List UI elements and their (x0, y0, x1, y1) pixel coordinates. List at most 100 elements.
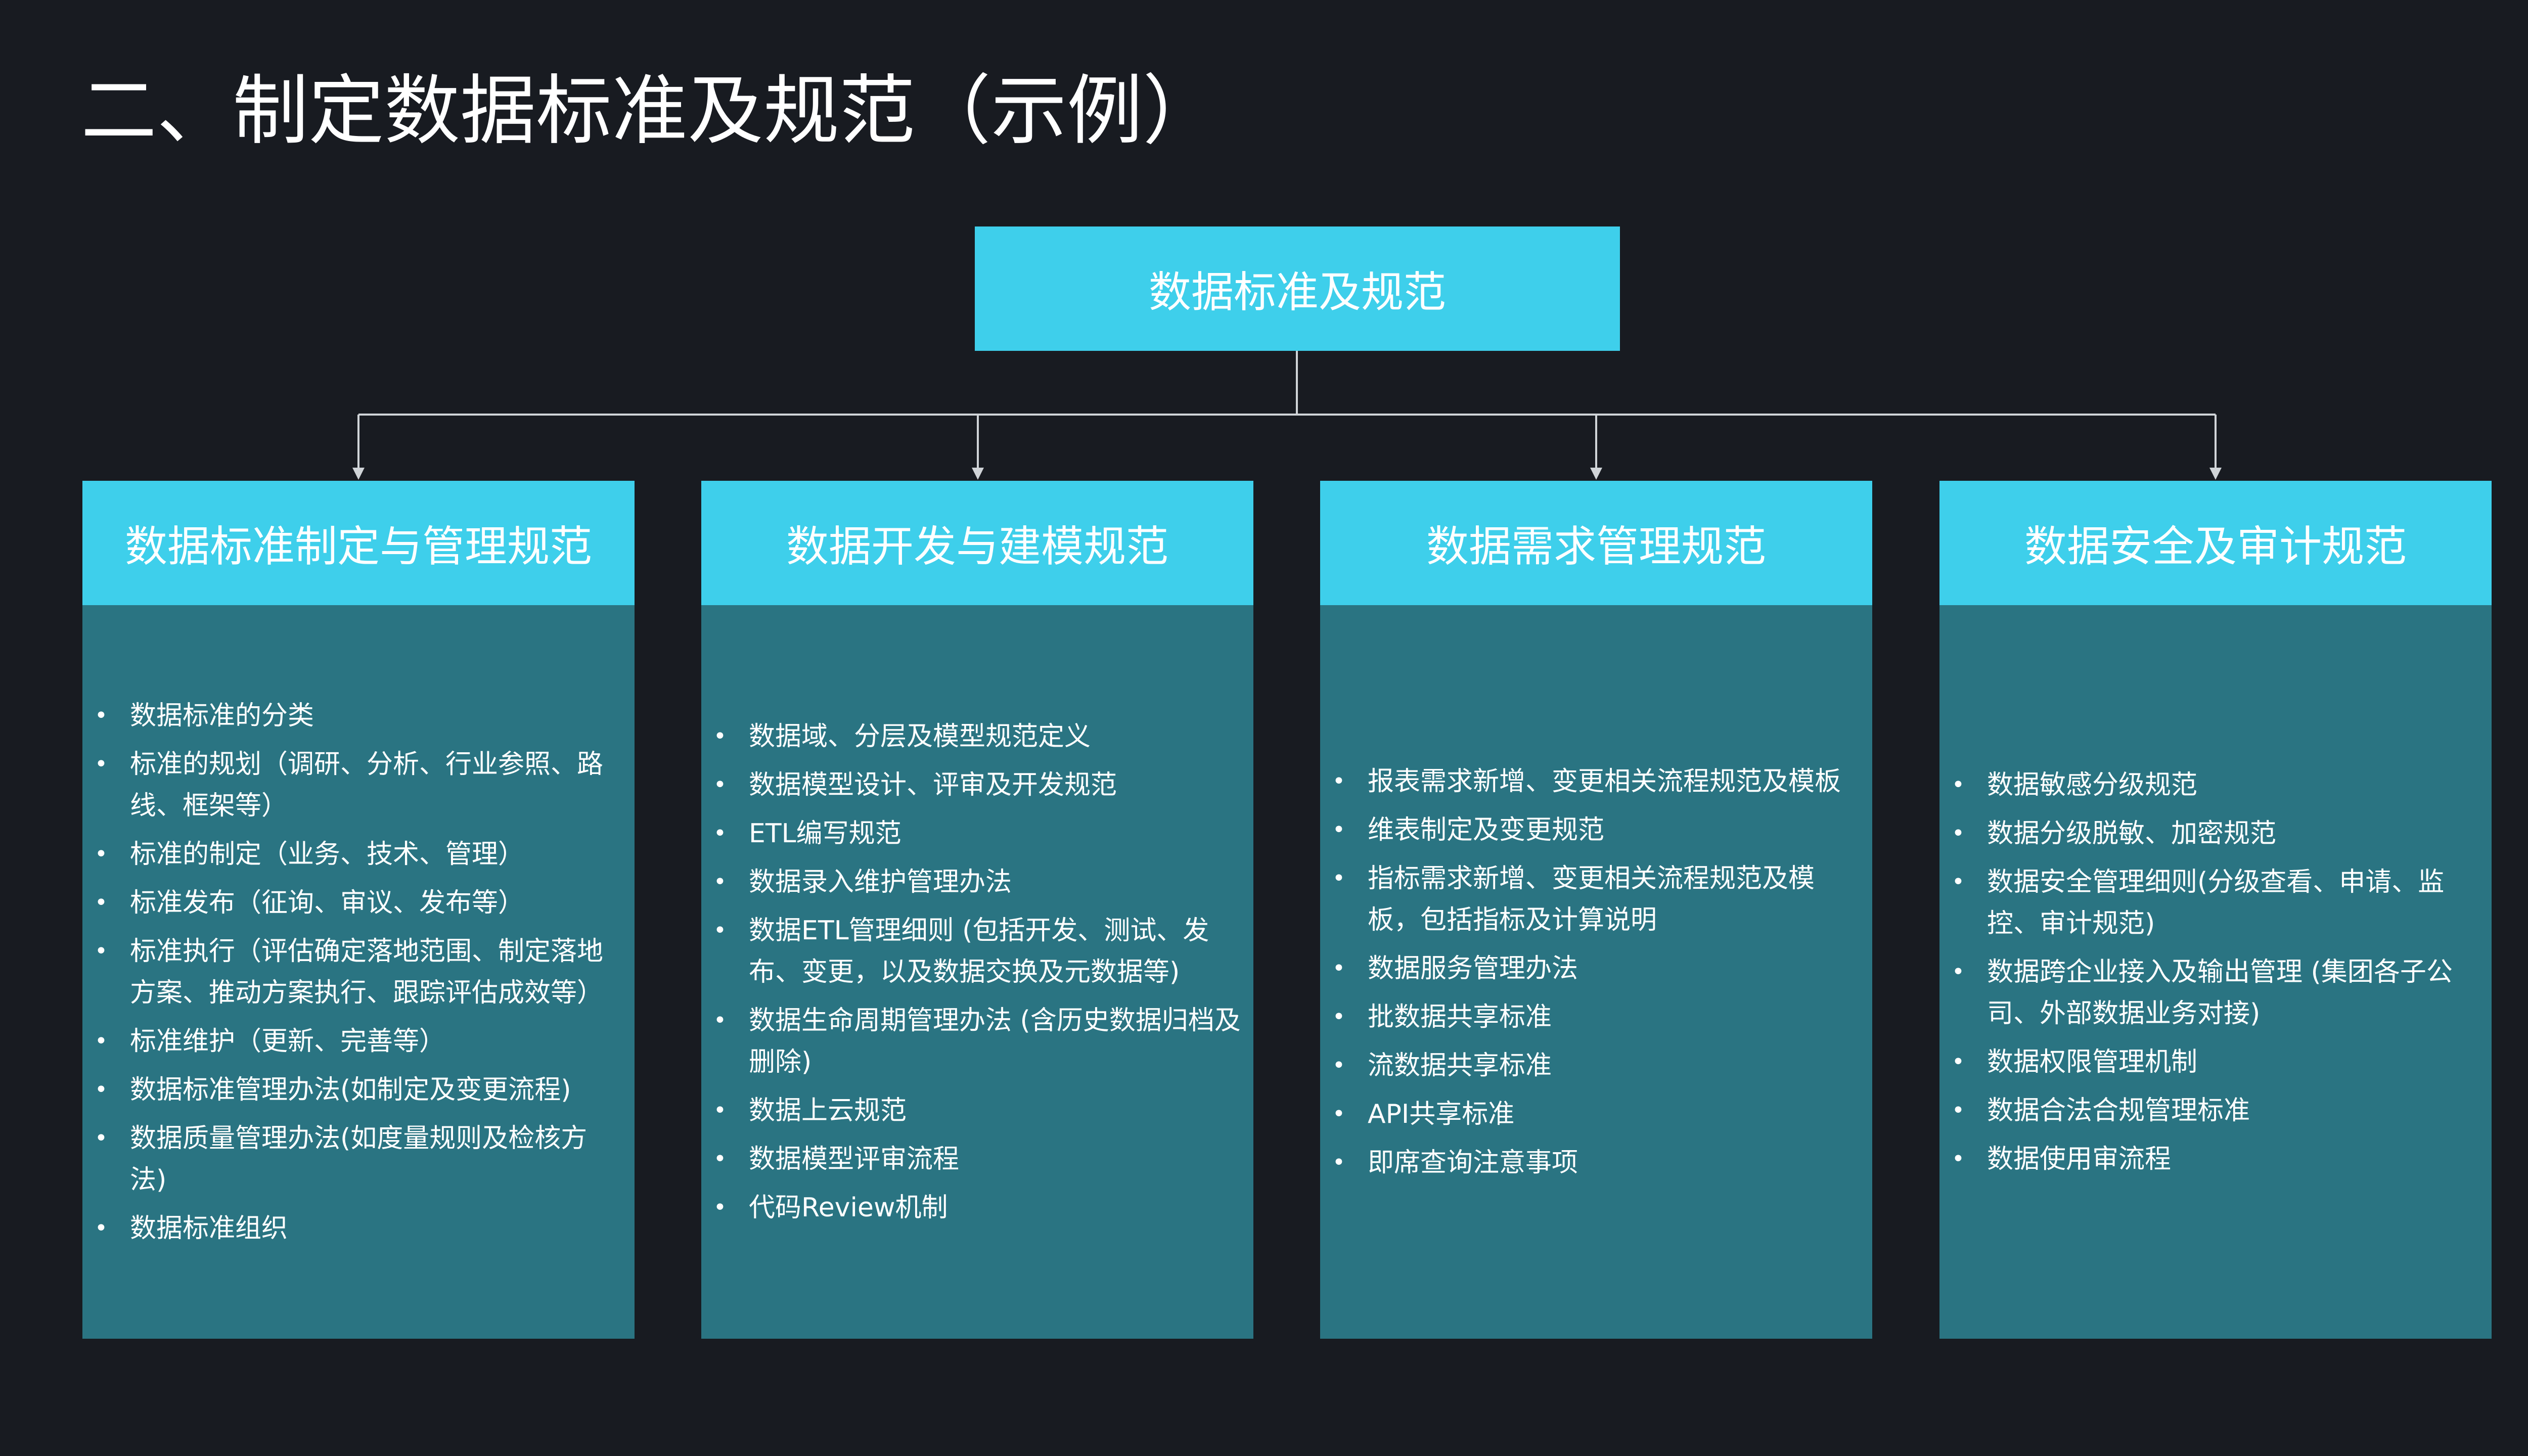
list-item-text: 数据上云规范 (749, 1095, 907, 1126)
column-header: 数据安全及审计规范 (1939, 481, 2492, 605)
list-item: •数据模型评审流程 (701, 1139, 1241, 1180)
column-header: 数据需求管理规范 (1320, 481, 1872, 605)
list-item: •指标需求新增、变更相关流程规范及模板，包括指标及计算说明 (1320, 858, 1860, 941)
bullet-dot-icon: • (1332, 1004, 1345, 1030)
list-item: • API共享标准 (1320, 1094, 1860, 1135)
list-item-text: 标准的规划（调研、分析、行业参照、路线、框架等） (130, 749, 604, 821)
list-item-text: 数据分级脱敏、加密规范 (1987, 818, 2277, 849)
list-item: •数据ETL管理细则 (包括开发、测试、发布、变更，以及数据交换及元数据等) (701, 910, 1241, 993)
list-item-text: 数据标准的分类 (130, 700, 314, 731)
bullet-dot-icon: • (1952, 959, 1965, 985)
list-item-text: 数据标准管理办法(如制定及变更流程) (130, 1074, 571, 1105)
bullet-list: •数据域、分层及模型规范定义 •数据模型设计、评审及开发规范 •ETL编写规范 … (701, 716, 1241, 1228)
bullet-dot-icon: • (1952, 1097, 1965, 1123)
column-header-label: 数据安全及审计规范 (2024, 521, 2407, 571)
bullet-dot-icon: • (95, 1125, 108, 1151)
list-item: •报表需求新增、变更相关流程规范及模板 (1320, 761, 1860, 802)
list-item-text: 数据录入维护管理办法 (749, 867, 1012, 897)
bullet-dot-icon: • (1952, 1146, 1965, 1172)
column-header: 数据开发与建模规范 (701, 481, 1253, 605)
list-item: • 数据使用审流程 (1939, 1139, 2479, 1180)
bullet-dot-icon: • (713, 1146, 727, 1172)
list-item: • 数据分级脱敏、加密规范 (1939, 813, 2479, 854)
list-item: •数据域、分层及模型规范定义 (701, 716, 1241, 757)
list-item-text: 即席查询注意事项 (1368, 1147, 1578, 1178)
list-item-text: 数据域、分层及模型规范定义 (749, 721, 1091, 752)
bullet-dot-icon: • (1952, 1049, 1965, 1075)
list-item: • 标准的制定（业务、技术、管理） (82, 834, 622, 875)
bullet-dot-icon: • (713, 1194, 727, 1220)
bullet-dot-icon: • (1332, 768, 1345, 794)
list-item: • 数据质量管理办法(如度量规则及检核方法) (82, 1118, 622, 1201)
list-item-text: 数据权限管理机制 (1987, 1046, 2198, 1077)
list-item: •数据标准组织 (82, 1208, 622, 1249)
list-item: •数据上云规范 (701, 1090, 1241, 1131)
list-item-text: 代码Review机制 (749, 1192, 948, 1223)
list-item: • 数据跨企业接入及输出管理 (集团各子公司、外部数据业务对接) (1939, 951, 2479, 1034)
bullet-dot-icon: • (95, 1028, 108, 1054)
list-item: • 数据敏感分级规范 (1939, 764, 2479, 806)
bullet-list: • 数据敏感分级规范 • 数据分级脱敏、加密规范 • 数据安全管理细则(分级查看、申请… (1939, 764, 2479, 1180)
list-item: • 标准执行（评估确定落地范围、制定落地方案、推动方案执行、跟踪评估成效等） (82, 931, 622, 1014)
list-item-text: 批数据共享标准 (1368, 1002, 1552, 1032)
bullet-dot-icon: • (1332, 1052, 1345, 1078)
list-item-text: 标准发布（征询、审议、发布等） (130, 887, 525, 918)
column-header-label: 数据标准制定与管理规范 (124, 521, 592, 571)
list-item: •数据模型设计、评审及开发规范 (701, 764, 1241, 806)
list-item-text: 标准的制定（业务、技术、管理） (130, 839, 525, 870)
list-item: •数据合法合规管理标准 (1939, 1090, 2479, 1131)
bullet-dot-icon: • (95, 1076, 108, 1103)
list-item-text: 数据安全管理细则(分级查看、申请、监控、审计规范) (1987, 867, 2445, 939)
list-item-text: 数据标准组织 (130, 1213, 288, 1244)
bullet-dot-icon: • (95, 751, 108, 777)
bullet-dot-icon: • (95, 938, 108, 964)
column-security-audit: 数据安全及审计规范 • 数据敏感分级规范 • 数据分级脱敏、加密规范 • 数据安全管理… (1939, 481, 2492, 1339)
column-body: • 数据标准的分类 • 标准的规划（调研、分析、行业参照、路线、框架等） • 标准的制… (82, 605, 635, 1339)
list-item-text: 标准执行（评估确定落地范围、制定落地方案、推动方案执行、跟踪评估成效等） (130, 936, 604, 1008)
list-item: •数据生命周期管理办法 (含历史数据归档及删除) (701, 1000, 1241, 1083)
list-item-text: 数据使用审流程 (1987, 1144, 2172, 1174)
column-body: •报表需求新增、变更相关流程规范及模板 • 维表制定及变更规范 •指标需求新增、变… (1320, 605, 1872, 1339)
bullet-dot-icon: • (1332, 816, 1345, 843)
list-item-text: 标准维护（更新、完善等） (130, 1026, 446, 1057)
list-item: • 数据权限管理机制 (1939, 1041, 2479, 1083)
list-item-text: 数据敏感分级规范 (1987, 769, 2198, 800)
column-development-modeling: 数据开发与建模规范 •数据域、分层及模型规范定义 •数据模型设计、评审及开发规范… (701, 481, 1253, 1339)
column-body: •数据域、分层及模型规范定义 •数据模型设计、评审及开发规范 •ETL编写规范 … (701, 605, 1253, 1339)
column-body: • 数据敏感分级规范 • 数据分级脱敏、加密规范 • 数据安全管理细则(分级查看、申请… (1939, 605, 2492, 1339)
list-item-text: API共享标准 (1368, 1099, 1515, 1129)
list-item-text: 流数据共享标准 (1368, 1050, 1552, 1081)
list-item: • 数据标准管理办法(如制定及变更流程) (82, 1069, 622, 1111)
column-header: 数据标准制定与管理规范 (82, 481, 635, 605)
list-item-text: 数据跨企业接入及输出管理 (集团各子公司、外部数据业务对接) (1987, 957, 2453, 1029)
root-node: 数据标准及规范 (975, 226, 1620, 351)
list-item: • 标准的规划（调研、分析、行业参照、路线、框架等） (82, 744, 622, 827)
column-standard-management: 数据标准制定与管理规范 • 数据标准的分类 • 标准的规划（调研、分析、行业参照、路… (82, 481, 635, 1339)
bullet-dot-icon: • (95, 841, 108, 867)
bullet-list: •报表需求新增、变更相关流程规范及模板 • 维表制定及变更规范 •指标需求新增、变… (1320, 761, 1860, 1184)
root-node-label: 数据标准及规范 (1148, 267, 1446, 317)
list-item: • 标准发布（征询、审议、发布等） (82, 882, 622, 924)
bullet-dot-icon: • (95, 889, 108, 916)
bullet-dot-icon: • (1332, 1101, 1345, 1127)
list-item-text: 数据ETL管理细则 (包括开发、测试、发布、变更，以及数据交换及元数据等) (749, 915, 1209, 987)
list-item-text: 维表制定及变更规范 (1368, 814, 1605, 845)
bullet-dot-icon: • (713, 771, 727, 798)
bullet-dot-icon: • (713, 869, 727, 895)
bullet-dot-icon: • (1952, 771, 1965, 798)
bullet-dot-icon: • (1952, 869, 1965, 895)
list-item-text: 数据服务管理办法 (1368, 953, 1578, 984)
list-item: • 数据服务管理办法 (1320, 948, 1860, 989)
column-header-label: 数据需求管理规范 (1426, 521, 1766, 571)
bullet-dot-icon: • (1952, 820, 1965, 846)
bullet-dot-icon: • (713, 820, 727, 846)
bullet-dot-icon: • (95, 702, 108, 729)
list-item: • 数据安全管理细则(分级查看、申请、监控、审计规范) (1939, 861, 2479, 944)
bullet-dot-icon: • (1332, 955, 1345, 981)
bullet-dot-icon: • (713, 1007, 727, 1033)
list-item: • 标准维护（更新、完善等） (82, 1021, 622, 1062)
list-item: • 数据录入维护管理办法 (701, 861, 1241, 903)
list-item: • 代码Review机制 (701, 1187, 1241, 1228)
list-item-text: 数据质量管理办法(如度量规则及检核方法) (130, 1123, 588, 1195)
bullet-dot-icon: • (1332, 1149, 1345, 1175)
